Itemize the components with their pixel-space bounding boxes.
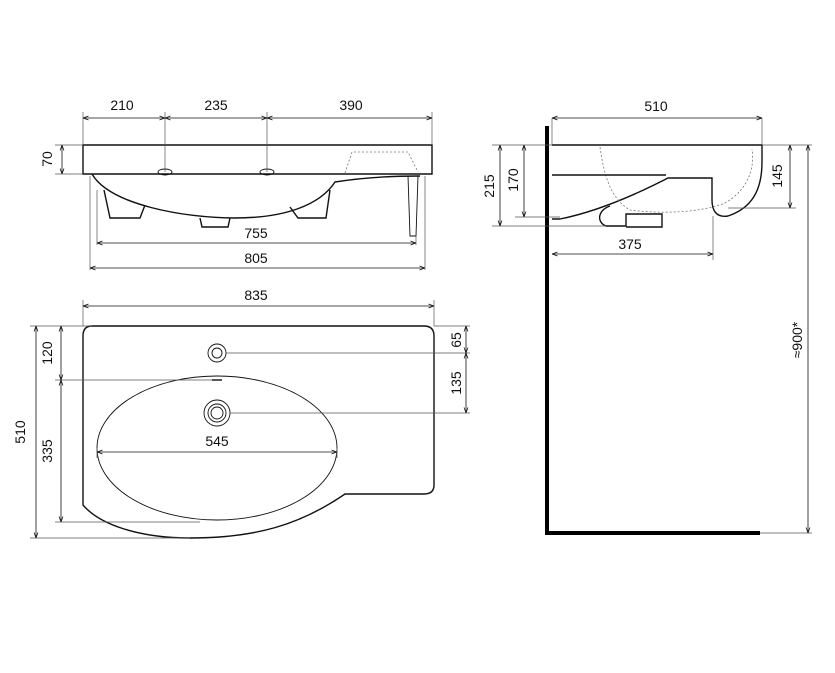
front-view-right-bracket	[289, 189, 331, 219]
side-view-sink-profile	[552, 144, 763, 220]
front-view-left-bracket	[103, 189, 146, 219]
dimension-label-375: 375	[618, 236, 642, 252]
dimension-label-755: 755	[244, 225, 268, 241]
side-view-drain	[599, 205, 663, 228]
dimension-label-170: 170	[505, 168, 521, 192]
top-view-tap-hole	[207, 343, 227, 363]
front-view-countertop	[82, 144, 433, 175]
front-view-drain	[199, 217, 231, 228]
dimension-label-335: 335	[39, 439, 55, 463]
dimension-label-900: ≈900*	[789, 321, 805, 358]
dimension-label-65: 65	[448, 332, 464, 348]
dimension-label-835: 835	[244, 287, 268, 303]
top-view-outline	[82, 325, 435, 539]
side-view: 510 215 170 145 375 ≈900*	[481, 98, 812, 535]
dimension-label-390: 390	[339, 97, 363, 113]
dimension-label-545: 545	[205, 433, 229, 449]
dimension-label-side-510: 510	[644, 98, 668, 114]
dimension-label-805: 805	[244, 250, 268, 266]
dimension-label-235: 235	[204, 97, 228, 113]
top-view: 835 510 120 335 545 65 135	[12, 287, 470, 539]
dimension-label-210: 210	[110, 97, 134, 113]
front-view-backsplash-recess	[344, 151, 419, 174]
dimension-label-215: 215	[481, 174, 497, 198]
dimension-label-510: 510	[12, 420, 28, 444]
dimension-label-70: 70	[39, 151, 55, 167]
dimension-label-120: 120	[39, 341, 55, 365]
dimension-label-135: 135	[448, 371, 464, 395]
side-view-bowl-hidden	[599, 146, 754, 213]
front-view-bowl-body	[91, 173, 421, 219]
side-view-wall	[545, 126, 760, 535]
front-view: 210 235 390 70 755 805	[39, 97, 433, 270]
front-view-wall-bracket	[407, 175, 419, 237]
dimension-label-145: 145	[769, 164, 785, 188]
